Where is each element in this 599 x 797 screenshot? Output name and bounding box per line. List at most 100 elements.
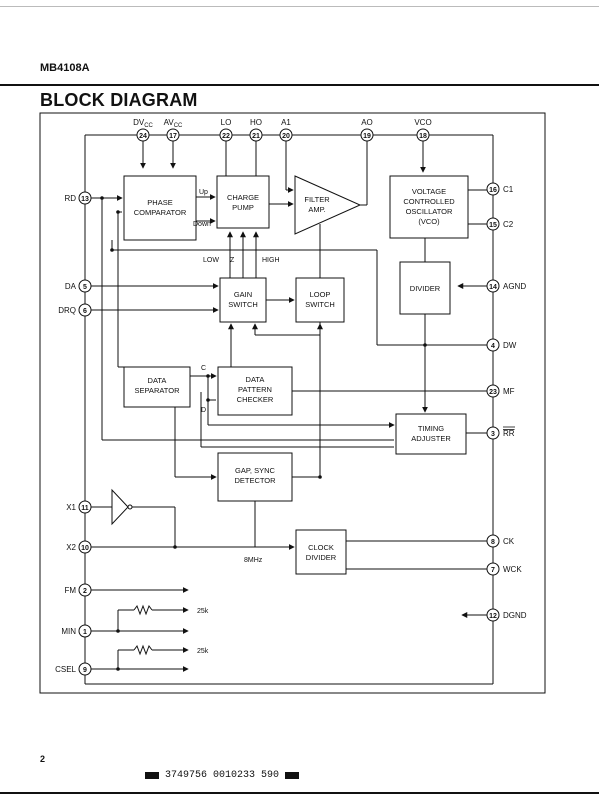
pin-number: 6 [83, 308, 87, 315]
pin-label-c1: C1 [503, 185, 514, 194]
pin-number: 12 [489, 613, 497, 620]
pin-number: 8 [491, 539, 495, 546]
barcode-mark-right [285, 772, 300, 779]
pin-label-da: DA [65, 282, 77, 291]
pin-label-x1: X1 [66, 503, 76, 512]
barcode-text: 3749756 0010233 590 [165, 770, 280, 781]
pin-number: 4 [491, 343, 495, 350]
pin-label-rr: RR [503, 429, 515, 438]
timing-adjuster-label-2: ADJUSTER [411, 434, 451, 443]
pin-label-avcc: AVCC [164, 118, 183, 129]
pin-label-fm: FM [64, 586, 76, 595]
pin-label-ho: HO [250, 118, 262, 127]
pin-23-mf [486, 384, 500, 398]
header-rule [0, 84, 599, 86]
divider-label: DIVIDER [410, 284, 441, 293]
pin-number: 11 [81, 505, 89, 512]
pin-22-lo [219, 128, 233, 142]
charge-pump-label-1: CHARGE [227, 193, 259, 202]
data-separator-label-1: DATA [148, 376, 167, 385]
part-number: MB4108A [40, 62, 90, 74]
phase-comparator-label-2: COMPARATOR [134, 208, 187, 217]
pin-15-c2 [486, 217, 500, 231]
signal-8mhz: 8MHz [244, 557, 263, 564]
pin-17-avcc [166, 128, 180, 142]
pin-number: 5 [83, 284, 87, 291]
vco-label-1: VOLTAGE [412, 187, 446, 196]
page-number: 2 [40, 754, 46, 764]
pin-label-x2: X2 [66, 543, 76, 552]
pin-number: 18 [419, 133, 427, 140]
pin-number: 3 [491, 431, 495, 438]
data-pattern-checker-label-1: DATA [246, 375, 265, 384]
pin-number: 20 [282, 133, 290, 140]
pin-label-vco: VCO [414, 118, 431, 127]
pin-number: 2 [83, 588, 87, 595]
vco-label-4: (VCO) [418, 217, 440, 226]
pin-number: 16 [489, 187, 497, 194]
pin-number: 24 [139, 133, 147, 140]
diagram-frame [39, 112, 546, 694]
pin-number: 17 [169, 133, 177, 140]
pin-number: 19 [363, 133, 371, 140]
pin-10-x2 [78, 540, 92, 554]
filter-amp-triangle [294, 175, 362, 235]
barcode-footer: 3749756 0010233 590 [145, 770, 300, 781]
pin-7-wck [486, 562, 500, 576]
pin-number: 23 [489, 389, 497, 396]
pin-18-vco [416, 128, 430, 142]
data-separator-label-2: SEPARATOR [134, 386, 180, 395]
junction-dots [100, 196, 427, 671]
phase-comparator-block [123, 175, 197, 241]
signal-c: C [201, 365, 206, 372]
pin-label-csel: CSEL [55, 665, 76, 674]
pin-1-min [78, 624, 92, 638]
pin-number: 13 [81, 196, 89, 203]
signal-d: D [201, 407, 206, 414]
timing-adjuster-block [395, 413, 467, 455]
pin-12-dgnd [486, 608, 500, 622]
signal-up: Up [199, 189, 208, 196]
pin-number: 7 [491, 567, 495, 574]
pin-19-ao [360, 128, 374, 142]
clock-divider-block [295, 529, 347, 575]
pin-9-csel [78, 662, 92, 676]
pin-11-x1 [78, 500, 92, 514]
data-separator-block [123, 366, 191, 408]
pin-label-agnd: AGND [503, 282, 526, 291]
pin-label-c2: C2 [503, 220, 514, 229]
vco-block [389, 175, 469, 239]
pin-label-ck: CK [503, 537, 515, 546]
pin-label-mf: MF [503, 387, 515, 396]
pin-21-ho [249, 128, 263, 142]
charge-pump-label-2: PUMP [232, 203, 254, 212]
data-pattern-checker-label-3: CHECKER [237, 395, 274, 404]
pin-number: 22 [222, 133, 230, 140]
pin-number: 10 [81, 545, 89, 552]
timing-adjuster-label-1: TIMING [418, 424, 444, 433]
pin-number: 14 [489, 284, 497, 291]
pin-4-dw [486, 338, 500, 352]
charge-pump-block [216, 175, 270, 229]
pin-14-agnd [486, 279, 500, 293]
filter-amp-label-2: AMP. [308, 205, 325, 214]
bottom-rule [0, 792, 599, 794]
barcode-mark-left [145, 772, 159, 779]
pin-24-dvcc [136, 128, 150, 142]
pin-label-rd: RD [64, 194, 76, 203]
pin-number: 1 [83, 629, 87, 636]
loop-switch-label-2: SWITCH [305, 300, 335, 309]
data-pattern-checker-label-2: PATTERN [238, 385, 272, 394]
pin-6-drq [78, 303, 92, 317]
signal-z: Z [230, 257, 235, 264]
pin-number: 9 [83, 667, 87, 674]
gap-sync-detector-label-1: GAP, SYNC [235, 466, 275, 475]
inverter-symbol [111, 488, 129, 526]
pin-5-da [78, 279, 92, 293]
gap-sync-detector-label-2: DETECTOR [234, 476, 276, 485]
pin-2-fm [78, 583, 92, 597]
signal-down: Down [193, 221, 211, 228]
pin-label-lo: LO [221, 118, 232, 127]
signal-high: HIGH [262, 257, 280, 264]
